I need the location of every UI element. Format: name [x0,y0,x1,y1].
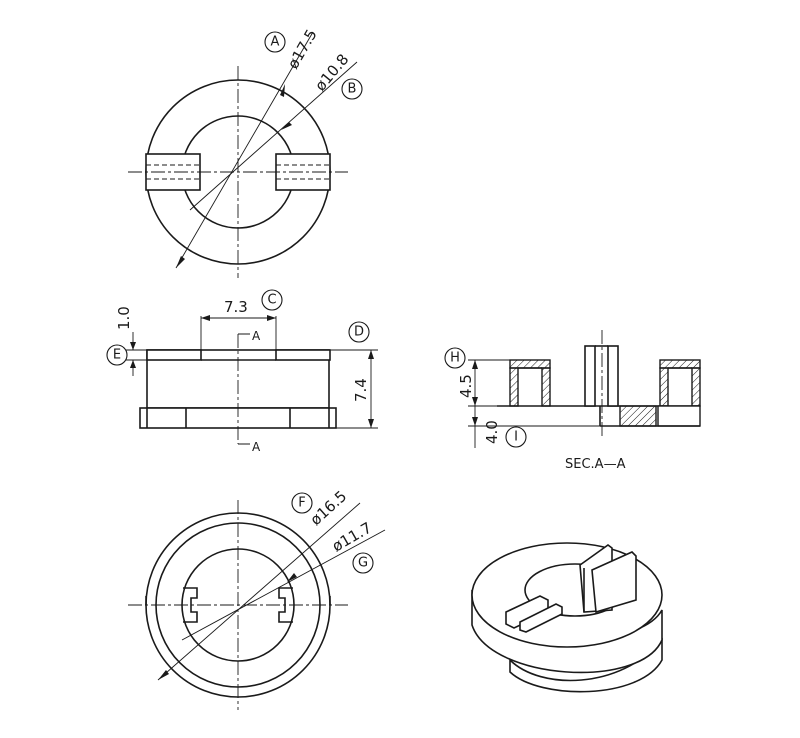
callout-E [106,344,128,366]
front-left-lug [146,349,202,361]
section-view: 4.5 4.0 H I SEC.A—A [444,330,701,472]
dim-leader-outer [175,31,314,269]
section-lug-left [584,345,596,407]
dim-outer-dia-top: ø17.5 [284,26,321,72]
svg-text:I: I [514,430,518,445]
section-caption: SEC.A—A [565,457,626,472]
callout-F [291,492,313,514]
svg-text:G: G [358,556,368,571]
dim-slot-width: 7.3 [224,298,248,316]
bottom-view: ø16.5 ø11.7 F G [128,487,386,710]
callout-A [264,31,286,53]
section-mark-upper: A [252,329,261,343]
svg-text:H: H [450,351,460,366]
dim-section-upper: 4.5 [457,374,475,398]
dim-outer-dia-bottom: ø16.5 [307,487,351,529]
callout-C [261,289,283,311]
callout-H [444,347,466,369]
svg-text:E: E [113,348,121,363]
dim-total-height: 7.4 [352,378,370,402]
dim-flange-height: 1.0 [115,306,133,330]
callout-B [341,78,363,100]
dim-leader-bottom-inner [181,529,386,641]
section-lug-right [607,345,619,407]
dim-leader-inner [189,61,358,211]
svg-text:B: B [348,82,357,97]
svg-text:D: D [354,325,364,340]
dim-section-lower: 4.0 [483,420,501,444]
front-right-lug [275,349,331,361]
dim-leader-bottom-outer [157,502,361,681]
callout-I [505,426,527,448]
svg-text:A: A [271,35,280,50]
svg-text:C: C [267,293,276,308]
section-mark-lower: A [252,440,261,454]
callout-D [348,321,370,343]
callout-G [352,552,374,574]
top-view: ø17.5 ø10.8 A B [128,26,363,278]
isometric-view [471,542,663,693]
front-view: A A 7.3 1.0 7.4 C D E [106,289,378,454]
svg-text:F: F [298,496,305,511]
